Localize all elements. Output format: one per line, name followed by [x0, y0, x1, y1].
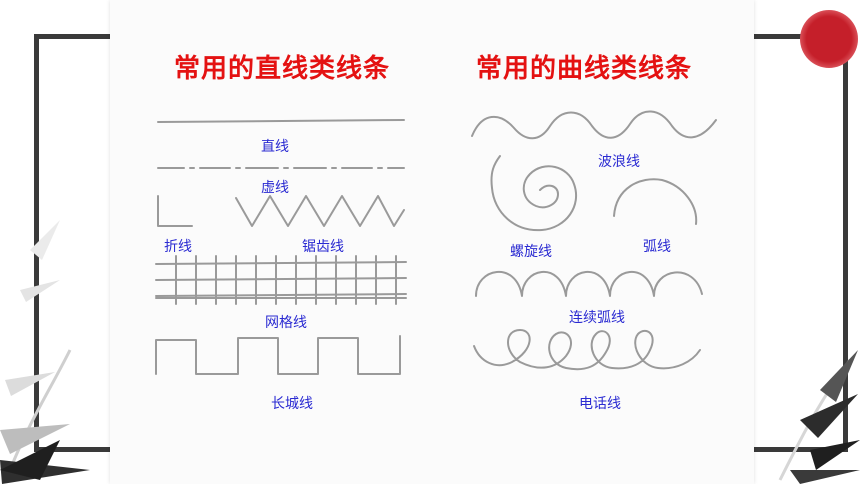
spiral-line-label: 螺旋线	[510, 244, 552, 260]
polyline-label: 折线	[164, 239, 192, 255]
red-sun-decoration	[800, 10, 858, 68]
continuous-arc-line-label: 连续弧线	[569, 310, 625, 326]
grid-line-label: 网格线	[265, 315, 307, 331]
arc-line-sample	[613, 178, 698, 225]
telephone-line-label: 电话线	[579, 396, 621, 412]
straight-line-sample	[157, 119, 405, 123]
bamboo-ink-decoration-right	[778, 350, 860, 484]
greatwall-line-sample	[155, 335, 401, 375]
sawtooth-line-sample	[235, 195, 405, 227]
arc-line-label: 弧线	[643, 239, 671, 255]
straight-line-label: 直线	[261, 139, 289, 155]
greatwall-line-label: 长城线	[271, 396, 313, 412]
grid-line-sample	[155, 255, 407, 305]
content-panel	[110, 0, 754, 484]
curved-lines-heading: 常用的曲线类线条	[476, 54, 693, 84]
bamboo-ink-decoration-left	[0, 220, 90, 484]
straight-lines-heading: 常用的直线类线条	[174, 54, 391, 84]
wave-line-label: 波浪线	[598, 154, 640, 170]
dashed-line-label: 虚线	[261, 180, 289, 196]
continuous-arc-line-sample	[475, 270, 703, 297]
sawtooth-line-label: 锯齿线	[302, 239, 344, 255]
spiral-line-sample	[490, 155, 577, 232]
telephone-line-sample	[473, 329, 701, 371]
polyline-sample	[157, 195, 193, 227]
wave-line-sample	[471, 110, 717, 140]
